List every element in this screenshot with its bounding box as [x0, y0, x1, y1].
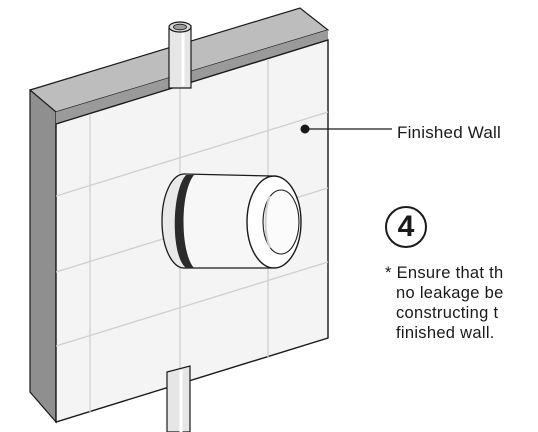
- note-line-3: constructing t: [396, 304, 499, 322]
- wall-top-shadow: [56, 30, 328, 124]
- step-number-badge: 4: [385, 206, 427, 248]
- note-line-2: no leakage be: [396, 284, 504, 302]
- top-pipe: [168, 21, 192, 89]
- wall-left-side: [29, 83, 57, 424]
- finished-wall-label: Finished Wall: [397, 123, 502, 142]
- finished-wall-leader: [300, 124, 392, 134]
- note-line-1: * Ensure that th: [385, 264, 504, 282]
- note-text: * Ensure that th no leakage be construct…: [385, 263, 504, 343]
- note-line-4: finished wall.: [396, 324, 495, 342]
- bottom-pipe: [166, 365, 191, 432]
- valve-cover: [161, 173, 302, 269]
